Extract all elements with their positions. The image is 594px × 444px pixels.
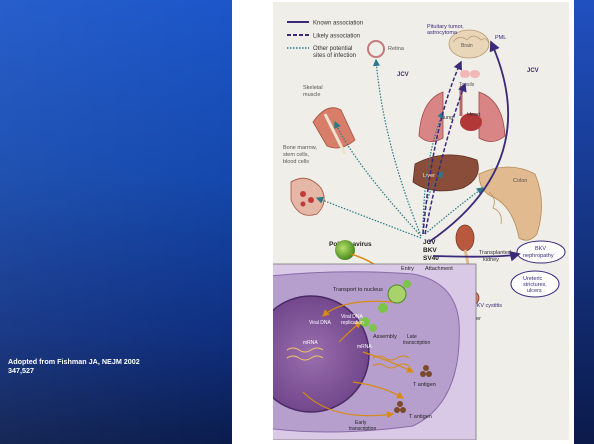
virus-bkv-label: BKV [423,247,437,254]
caption-line-2: 347,527 [8,366,223,375]
bone-label-1: Bone marrow, [283,145,317,151]
legend-known-label: Known association [313,21,363,27]
retina-illustration: Retina [368,41,405,57]
bkv-nephropathy-label-1: BKV [535,246,546,252]
viral-dna-replication-label-2: replication [341,320,364,326]
skeletal-label-2: muscle [303,92,320,98]
legend: Known association Likely association Oth… [287,21,363,60]
attachment-label: Attachment [425,266,453,272]
entry-label: Entry [401,266,414,272]
heart-label: Heart [467,112,481,118]
legend-other-label-1: Other potential [313,46,352,52]
polyomavirus-group: Polyomavirus JCV BKV SV40 [329,239,439,262]
brain-illustration: Brain PML Pituitary tumor, astrocytoma T… [427,24,506,88]
pml-label: PML [495,35,506,41]
jcv-right-label: JCV [527,68,539,74]
bone-marrow-illustration: Bone marrow, stem cells, blood cells [283,145,324,215]
mrna-left-label: mRNA [303,340,318,346]
legend-other-label-2: sites of infection [313,53,356,59]
mrna-right-label: mRNA [357,344,372,350]
early-transcription-label-2: transcription [349,426,376,432]
legend-likely-label: Likely association [313,34,360,40]
transplanted-label-2: kidney [483,257,499,263]
cell-inset: Entry Attachment Transport to nucleus Vi… [273,264,476,440]
transport-label: Transport to nucleus [333,287,383,293]
viral-dna-label: Viral DNA [309,320,332,326]
polyomavirus-figure: Known association Likely association Oth… [273,2,569,440]
bone-label-3: blood cells [283,159,309,165]
t-antigen-label-1: T antigen [413,382,436,388]
bkv-cystitis-label: BKV cystitis [473,303,502,309]
skeletal-label-1: Skeletal [303,85,323,91]
colon-label: Colon [513,178,527,184]
bone-label-2: stem cells, [283,152,309,158]
caption-line-1: Adopted from Fishman JA, NEJM 2002 [8,357,223,366]
slide-left-band [0,0,232,444]
t-antigen-label-2: T antigen [409,414,432,420]
brain-label: Brain [461,43,473,49]
jcv-left-label: JCV [397,72,409,78]
retina-label: Retina [388,46,405,52]
figure-caption: Adopted from Fishman JA, NEJM 2002 347,5… [8,357,223,375]
bkv-callouts: BKV nephropathy Ureteric strictures, ulc… [511,241,565,297]
ureteric-label-3: ulcers [527,288,542,294]
bkv-nephropathy-label-2: nephropathy [523,253,554,259]
lung-label: Lung [441,115,453,121]
figure-illustration: Known association Likely association Oth… [273,2,569,440]
late-transcription-label-2: transcription [403,340,430,346]
pituitary-label-2: astrocytoma [427,30,458,36]
assembly-label: Assembly [373,334,397,340]
slide-right-band [574,0,594,444]
polyomavirus-particle [335,240,355,260]
